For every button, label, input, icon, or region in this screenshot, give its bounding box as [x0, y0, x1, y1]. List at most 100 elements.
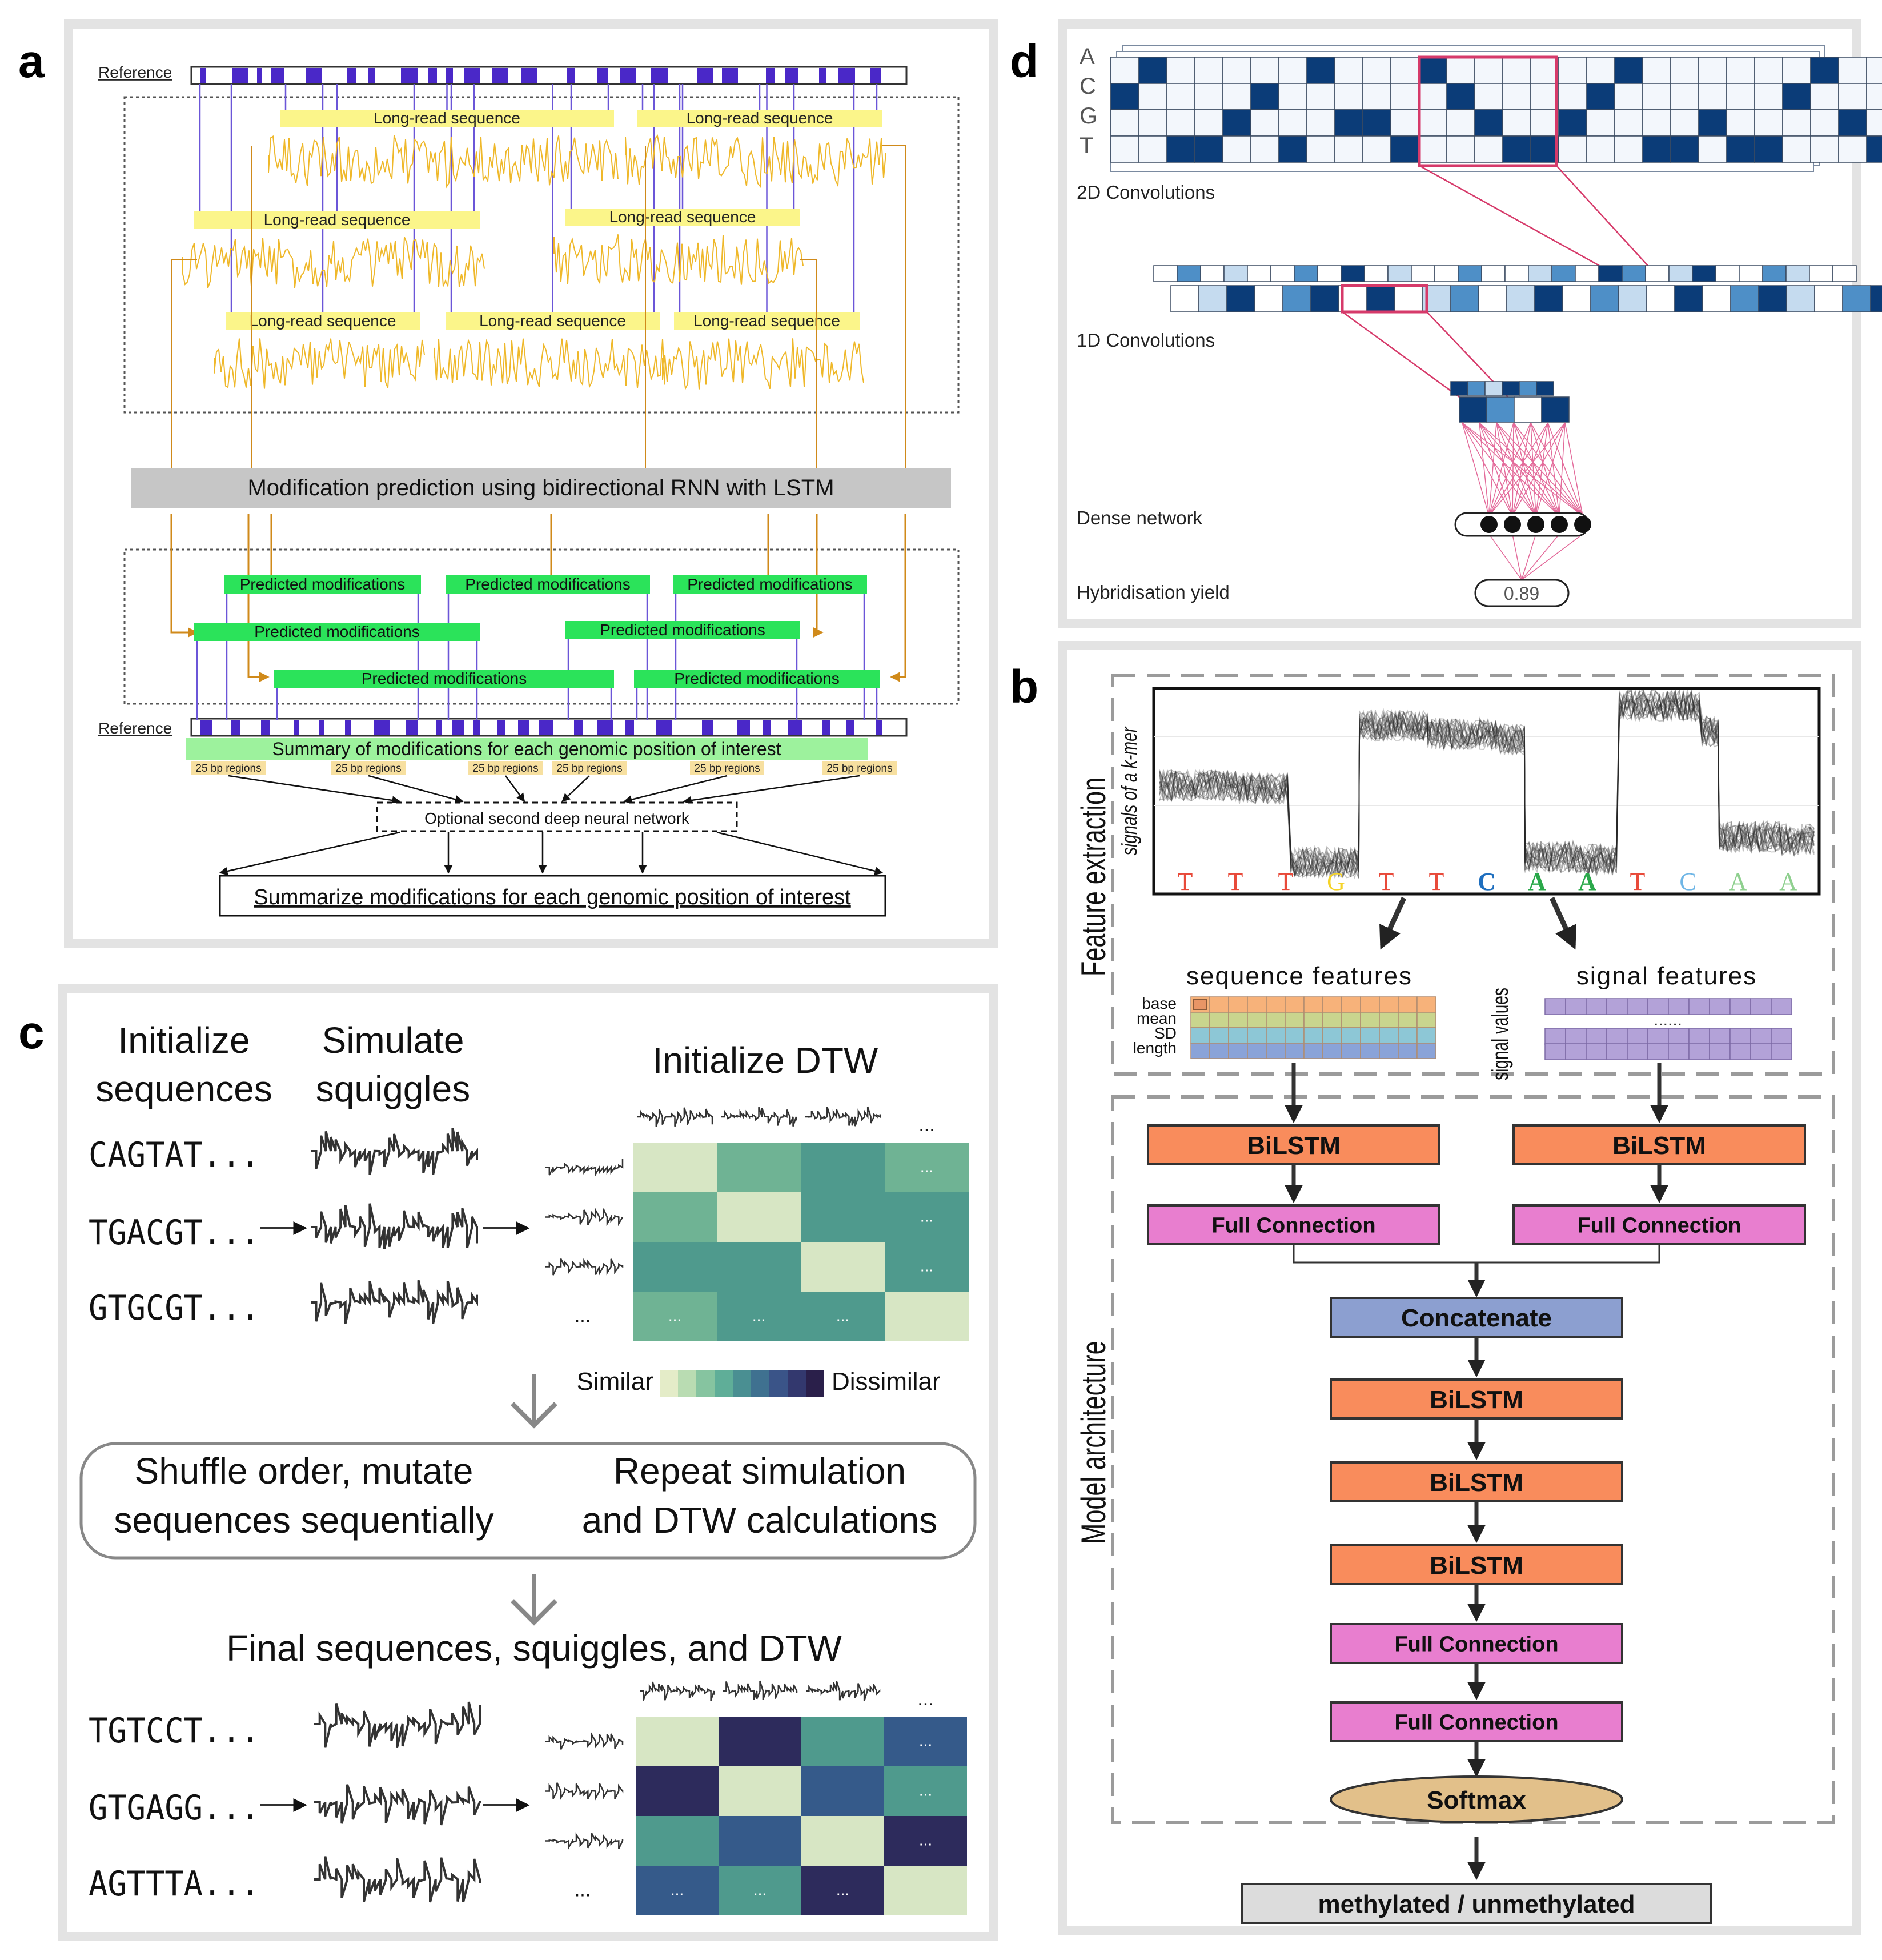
- kmer-axis-label: signals of a k-mer: [1118, 726, 1142, 855]
- dtw-top-dots: ...: [917, 1688, 933, 1710]
- signal-feature-cell: [1586, 1028, 1607, 1045]
- kmer-plot-frame: [1152, 687, 1821, 896]
- predicted-bar: [634, 670, 880, 688]
- yield-label: Hybridisation yield: [1077, 582, 1230, 603]
- dtw-cell: [717, 1192, 801, 1242]
- panel-d: ACGT 2D Convolutions 1D Convolutions Den…: [1077, 44, 1882, 607]
- sequence-text: AGTTTA...: [89, 1864, 260, 1904]
- signal-values-label: signal values: [1488, 988, 1513, 1080]
- output-edge: [1512, 534, 1522, 580]
- sequence-feature-cell: [1303, 996, 1323, 1013]
- conv1d-top-cell: [1645, 265, 1670, 282]
- sequence-feature-cell: [1209, 1012, 1229, 1028]
- sequence-feature-cell: [1379, 1027, 1399, 1044]
- output-edge: [1521, 534, 1536, 580]
- signal-trace: [1159, 689, 1815, 877]
- sequence-feature-cell: [1322, 996, 1342, 1013]
- sequence-feature-cell: [1228, 1012, 1248, 1028]
- base-letter: T: [1278, 868, 1294, 896]
- squiggle: [640, 1681, 715, 1701]
- pool-top-cell: [1502, 381, 1520, 396]
- bilstm-2-label: BiLSTM: [1430, 1469, 1523, 1497]
- dense-node: [1480, 516, 1498, 533]
- predicted-bar: [194, 623, 480, 641]
- sequence-feature-cell: [1266, 1027, 1286, 1044]
- signal-trace: [1159, 690, 1815, 877]
- signal-feature-cell: [1606, 1028, 1628, 1045]
- dense-edge: [1530, 422, 1536, 516]
- dtw-cell: [885, 1192, 969, 1242]
- panel-letter-a: a: [18, 35, 45, 87]
- dense-node: [1527, 516, 1544, 533]
- sequence-feature-cell: [1379, 1012, 1399, 1028]
- conv1d-cell: [1814, 285, 1843, 312]
- conv2d-label: 2D Convolutions: [1077, 182, 1215, 203]
- bilstm-3-box: [1330, 1544, 1623, 1585]
- signal-trace: [1159, 690, 1815, 877]
- signal-feature-cell: [1565, 1043, 1587, 1060]
- dtw-cell: [633, 1242, 717, 1292]
- nucleotide-letters: ACGT: [1080, 44, 1097, 158]
- similarity-scale: [660, 1370, 824, 1397]
- scale-similar-label: Similar: [577, 1368, 653, 1396]
- grid-cell: [1614, 57, 1643, 84]
- dtw-cell-dots: ...: [753, 1881, 767, 1899]
- sequence-feature-cell: [1266, 1012, 1286, 1028]
- dtw-cell: [633, 1192, 717, 1242]
- summarize-box: [219, 875, 886, 917]
- kmer-signals: [1154, 688, 1819, 880]
- signal-feature-cell: [1586, 998, 1607, 1015]
- long-read-label: Long-read sequence: [609, 208, 756, 226]
- conv1d-cell: [1310, 285, 1339, 312]
- one-hot-grid: [1110, 45, 1882, 267]
- dense-edge: [1535, 422, 1566, 516]
- long-read-bar: [280, 110, 614, 127]
- grid-cell: [1782, 83, 1811, 110]
- signal-feature-cell: [1729, 1043, 1751, 1060]
- sequence-feature-highlight: [1193, 999, 1207, 1010]
- grid-cell: [1530, 135, 1559, 163]
- conv1d-cell: [1198, 285, 1227, 312]
- dense-edge: [1564, 422, 1583, 516]
- squiggle: [314, 1701, 481, 1749]
- reference-mark: [651, 68, 668, 83]
- dtw-cell: [884, 1717, 967, 1766]
- grid-cell: [1446, 135, 1475, 163]
- grid-cell: [1334, 57, 1363, 84]
- grid-cell: [1614, 135, 1643, 163]
- signal-feature-cell: [1544, 1028, 1566, 1045]
- grid-cell: [1138, 83, 1167, 110]
- dtw-cell: [801, 1766, 884, 1816]
- grid-cell: [1446, 57, 1475, 84]
- reference-mark: [368, 68, 375, 83]
- dtw-cell: [885, 1242, 969, 1292]
- model-architecture-frame: [1111, 1095, 1835, 1824]
- panel-letter-d: d: [1010, 35, 1038, 87]
- nucleotide-letter: A: [1080, 44, 1095, 69]
- reference-mark: [347, 68, 356, 83]
- reference-mark: [846, 720, 854, 735]
- dtw-cell: [717, 1242, 801, 1292]
- dtw-cell: [884, 1866, 967, 1915]
- dtw-cell-dots: ...: [920, 1158, 933, 1176]
- nucleotide-letter: G: [1080, 103, 1097, 129]
- grid-cell: [1250, 109, 1279, 137]
- region-tag: [331, 761, 406, 775]
- conv1d-cell: [1450, 285, 1479, 312]
- summarize-label: Summarize modifications for each genomic…: [254, 885, 851, 909]
- conv1d-top-cell: [1341, 265, 1365, 282]
- grid-cell: [1334, 109, 1363, 137]
- signal-trace: [1159, 690, 1815, 877]
- grid-cell: [1754, 57, 1783, 84]
- signal-feature-cell: [1709, 1028, 1731, 1045]
- conv1d-top-cell: [1294, 265, 1318, 282]
- sequence-feature-cell: [1322, 1043, 1342, 1059]
- grid-cell: [1586, 83, 1615, 110]
- grid-cell: [1866, 57, 1882, 84]
- dense-edge: [1496, 422, 1536, 516]
- grid-cell: [1138, 135, 1167, 163]
- grid-cell: [1838, 135, 1867, 163]
- region-arrow: [368, 775, 464, 804]
- sequence-feature-cell: [1322, 1012, 1342, 1028]
